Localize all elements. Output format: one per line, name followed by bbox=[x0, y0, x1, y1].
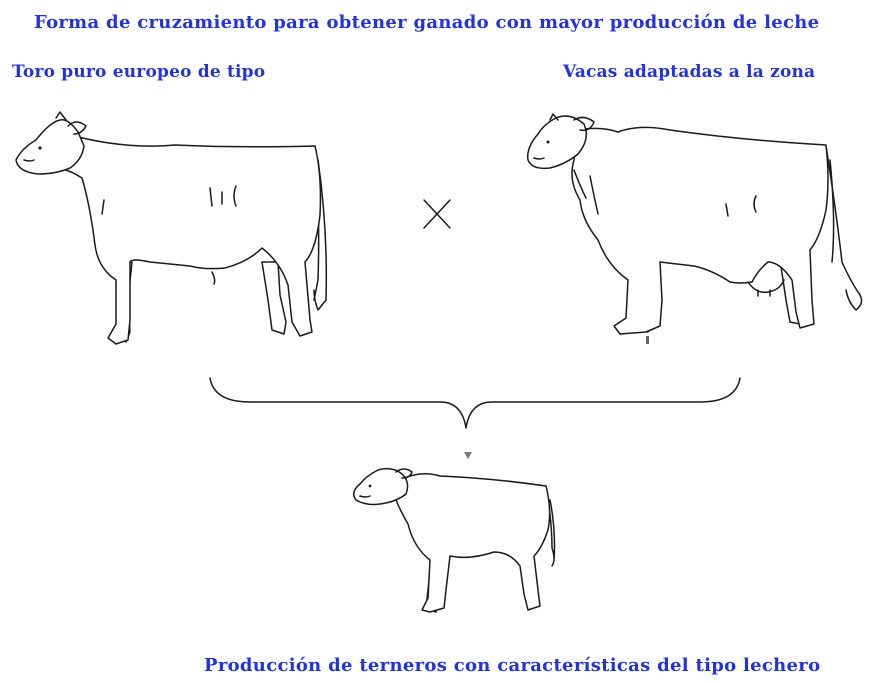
right-parent-label: Vacas adaptadas a la zona bbox=[563, 62, 816, 82]
local-cow-icon bbox=[526, 113, 863, 344]
diagram-title: Forma de cruzamiento para obtener ganado… bbox=[34, 12, 820, 33]
arrow-icon bbox=[464, 452, 472, 459]
cross-icon bbox=[423, 199, 451, 229]
left-parent-label: Toro puro europeo de tipo bbox=[12, 62, 266, 82]
european-bull-icon bbox=[15, 111, 328, 345]
brace-icon bbox=[209, 377, 741, 429]
offspring-label: Producción de terneros con característic… bbox=[204, 655, 821, 676]
calf-icon bbox=[353, 467, 556, 613]
